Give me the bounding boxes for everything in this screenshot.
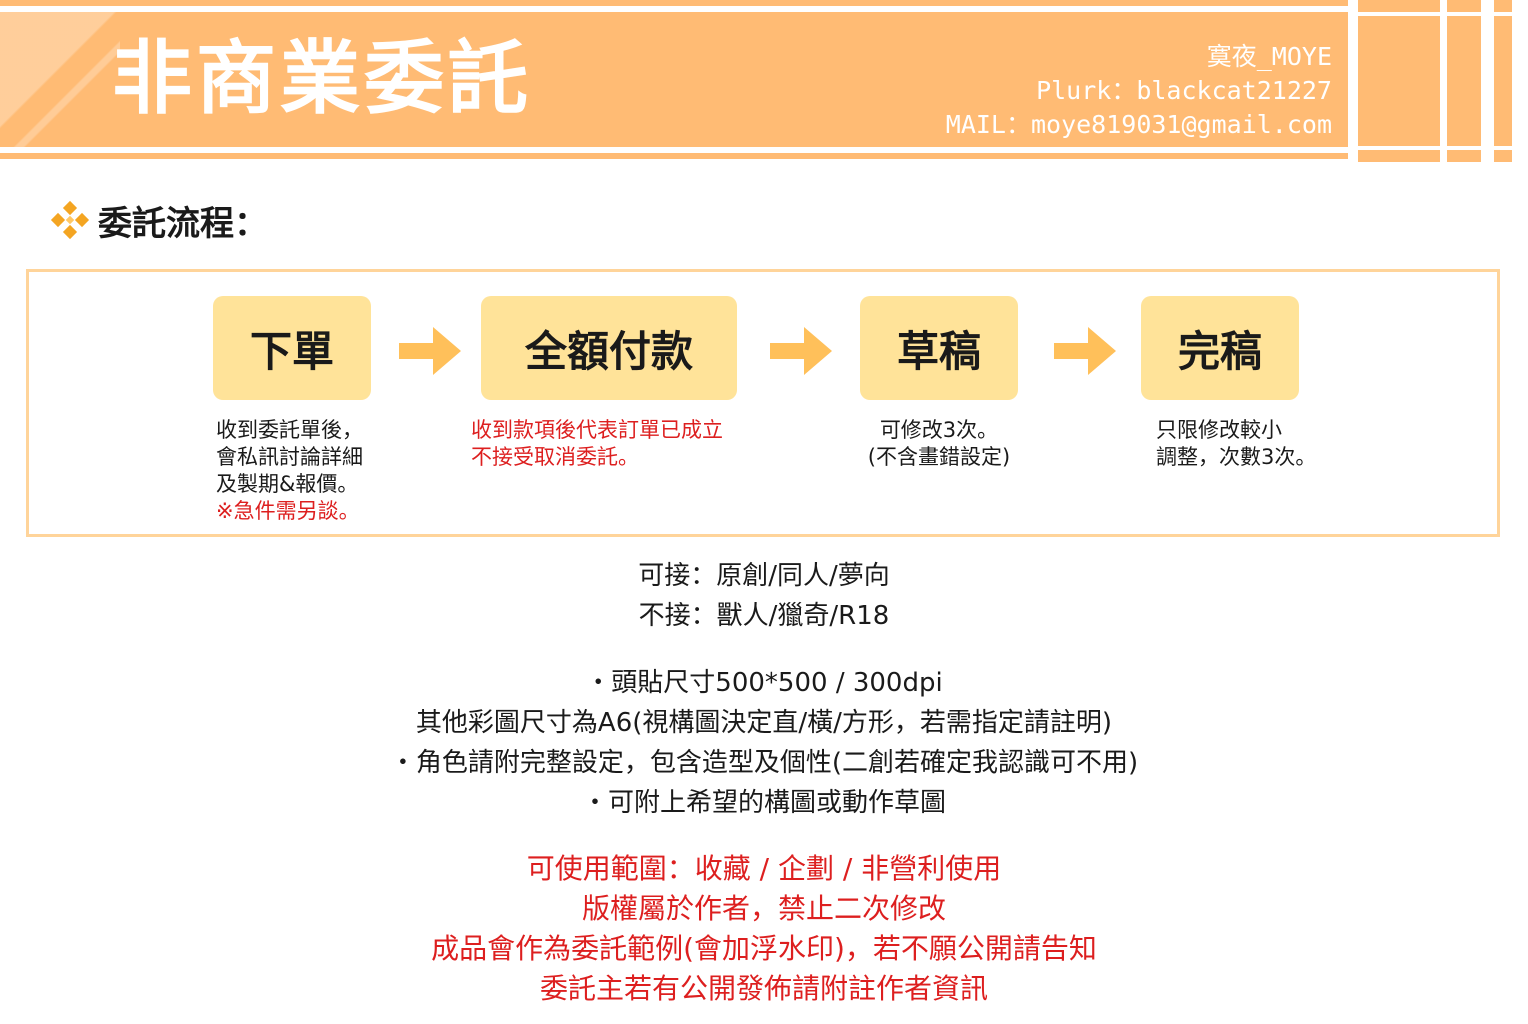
usage-sample-notice: 成品會作為委託範例(會加浮水印)，若不願公開請告知 (431, 932, 1097, 965)
step-order-description: 收到委託單後， 會私訊討論詳細 及製期&報價。 ※急件需另談。 (216, 418, 363, 523)
usage-copyright: 版權屬於作者，禁止二次修改 (581, 892, 946, 925)
banner-vertical-bar-2 (1447, 0, 1481, 162)
accept-line: 可接：原創/同人/夢向 (638, 561, 890, 591)
step-draft: 草稿 (860, 296, 1018, 400)
reject-line: 不接：獸人/獵奇/R18 (638, 601, 890, 631)
banner-vertical-bar-1 (1358, 0, 1440, 162)
usage-scope: 可使用範圍：收藏 / 企劃 / 非營利使用 (526, 852, 1002, 885)
note-avatar-size: ・頭貼尺寸500*500 / 300dpi (585, 668, 943, 698)
contact-info: 寞夜_MOYE Plurk：blackcat21227 MAIL：moye819… (946, 40, 1332, 142)
step-final: 完稿 (1141, 296, 1299, 400)
diamond-cluster-icon (50, 200, 90, 240)
section-heading: 委託流程： (50, 198, 268, 244)
arrow-right-icon (399, 327, 461, 375)
banner-shine-decoration (0, 12, 150, 147)
section-title: 委託流程： (98, 203, 268, 244)
note-reference-sketch: ・可附上希望的構圖或動作草圖 (581, 788, 946, 818)
note-image-size: 其他彩圖尺寸為A6(視構圖決定直/橫/方形，若需指定請註明) (415, 708, 1113, 738)
email-address: MAIL：moye819031@gmail.com (945, 110, 1332, 139)
banner-band (0, 12, 1348, 147)
step-final-description: 只限修改較小 調整，次數3次。 (1156, 418, 1317, 469)
page-title: 非商業委託 (112, 32, 532, 125)
process-box (26, 269, 1500, 537)
header-banner: 非商業委託 寞夜_MOYE Plurk：blackcat21227 MAIL：m… (0, 0, 1528, 165)
banner-right-gap-line-2 (1358, 146, 1512, 150)
rush-order-note: ※急件需另談。 (216, 499, 360, 523)
banner-right-gap-line (1358, 12, 1512, 16)
step-full-payment: 全額付款 (481, 296, 737, 400)
usage-credit-notice: 委託主若有公開發佈請附註作者資訊 (539, 972, 988, 1005)
banner-bottom-stripe (0, 153, 1348, 159)
plurk-handle: Plurk：blackcat21227 (1036, 76, 1332, 105)
note-character-settings: ・角色請附完整設定，包含造型及個性(二創若確定我認識可不用) (389, 748, 1139, 778)
artist-name: 寞夜_MOYE (1206, 42, 1332, 71)
step-payment-description: 收到款項後代表訂單已成立 不接受取消委託。 (471, 418, 723, 469)
banner-vertical-bar-3 (1494, 0, 1512, 162)
arrow-right-icon (770, 327, 832, 375)
banner-top-stripe (0, 0, 1348, 6)
banner-shine-decoration-2 (0, 12, 120, 147)
step-draft-description: 可修改3次。 (不含畫錯設定) (867, 418, 1011, 469)
step-order: 下單 (213, 296, 371, 400)
arrow-right-icon (1054, 327, 1116, 375)
